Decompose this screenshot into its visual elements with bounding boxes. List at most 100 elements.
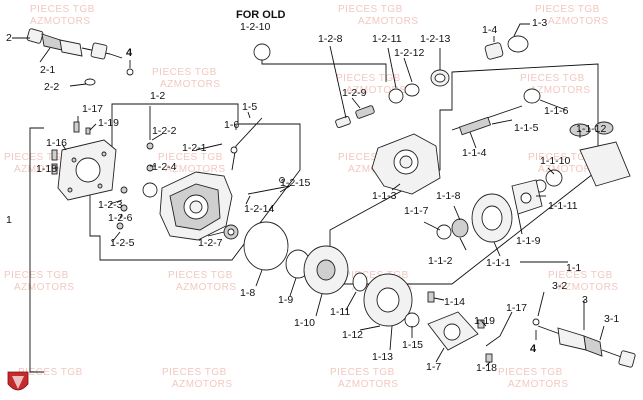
callout-label: 1-1-8: [436, 190, 461, 202]
callout-label: 1-12: [342, 329, 363, 341]
callout-label: 1-1-6: [544, 105, 569, 117]
callout-label: 1-19: [98, 117, 119, 129]
callout-label: 1: [6, 214, 12, 226]
callout-label: 1-5: [242, 101, 257, 113]
callout-label: 1-1-10: [540, 155, 571, 167]
watermark-text: AZMOTORS: [358, 16, 418, 27]
callout-label: 1-2-2: [152, 125, 177, 137]
watermark-text: PIECES TGB: [4, 270, 69, 281]
callout-label: 1-17: [506, 302, 527, 314]
watermark-text: AZMOTORS: [346, 85, 406, 96]
callout-label: 1-10: [294, 317, 315, 329]
watermark-text: PIECES TGB: [336, 73, 401, 84]
callout-label: 1-2-9: [342, 87, 367, 99]
watermark-text: PIECES TGB: [528, 152, 593, 163]
watermark-text: AZMOTORS: [30, 16, 90, 27]
callout-label: 1-2-6: [108, 212, 133, 224]
callout-label: 1-2-14: [244, 203, 275, 215]
callout-label: 1-2-1: [182, 142, 207, 154]
callout-label: 1-9: [278, 294, 293, 306]
callout-label: 1-6: [224, 119, 239, 131]
watermark-text: AZMOTORS: [160, 79, 220, 90]
leader-lines: [12, 23, 605, 367]
callout-label: 4: [126, 47, 133, 59]
callout-label: 2-1: [40, 64, 55, 76]
lower-gear-train: [243, 221, 493, 363]
watermark-text: AZMOTORS: [172, 379, 232, 390]
callout-label: 3: [582, 294, 588, 306]
callout-label: 3-1: [604, 313, 619, 325]
callout-label: 1-17: [82, 103, 103, 115]
callout-label: 1-18: [476, 362, 497, 374]
driveshaft-left: [26, 28, 134, 86]
callout-label: 4: [530, 343, 537, 355]
upper-shaft-parts: [253, 43, 450, 129]
watermark-text: PIECES TGB: [344, 270, 409, 281]
brand-shield-icon: [7, 371, 29, 391]
cable-clip: [230, 146, 238, 154]
callout-label: 2: [6, 32, 12, 44]
callout-label: 1-2-5: [110, 237, 135, 249]
callout-label: 1-1-12: [576, 123, 607, 135]
callout-label: 1-19: [474, 315, 495, 327]
watermark-text: AZMOTORS: [165, 164, 225, 175]
watermark-text: PIECES TGB: [18, 367, 83, 378]
watermark-text: AZMOTORS: [14, 164, 74, 175]
callout-label: 1-8: [240, 287, 255, 299]
callout-label: 1-2-7: [198, 237, 223, 249]
watermark-text: PIECES TGB: [548, 270, 613, 281]
watermark-text: PIECES TGB: [535, 4, 600, 15]
callout-label: 1-2-13: [420, 33, 451, 45]
callout-label: 1-1-4: [462, 147, 487, 159]
callout-labels: 2 2-1 2-2 4 1-17 1-19 1-16 1-18 1 1-2 1-…: [6, 9, 619, 374]
callout-label: 1-1-5: [514, 122, 539, 134]
callout-label: 1-2-12: [394, 47, 425, 59]
callout-label: 1-1: [566, 262, 581, 274]
pin: [279, 177, 285, 183]
callout-label: 1-18: [36, 163, 57, 175]
watermark-text: PIECES TGB: [30, 4, 95, 15]
watermark-text: AZMOTORS: [548, 16, 608, 27]
callout-label: 1-2-3: [98, 199, 123, 211]
callout-label: 1-2-15: [280, 177, 311, 189]
cover-plate-left: [51, 121, 117, 201]
callout-label: 1-1-1: [486, 257, 511, 269]
callout-label: 1-11: [330, 306, 350, 318]
watermark-text: PIECES TGB: [162, 367, 227, 378]
driveshaft-right: [532, 318, 636, 368]
watermark-text: AZMOTORS: [508, 379, 568, 390]
rear-drive-assembly: [371, 88, 631, 243]
shift-rod: [247, 185, 291, 195]
watermark-text: PIECES TGB: [520, 73, 585, 84]
watermark-text: AZMOTORS: [530, 85, 590, 96]
callout-label: 1-3: [532, 17, 547, 29]
watermark-text: PIECES TGB: [158, 152, 223, 163]
callout-label: 1-2-11: [372, 33, 402, 45]
watermark-text: AZMOTORS: [538, 164, 598, 175]
callout-label: 1-13: [372, 351, 393, 363]
callout-label: 1-14: [444, 296, 465, 308]
callout-label: 1-2-8: [318, 33, 343, 45]
callout-label: 1-1-3: [372, 190, 397, 202]
watermark-text: AZMOTORS: [14, 282, 74, 293]
note-label: 1-2-10: [240, 21, 271, 33]
callout-label: 1-7: [426, 361, 441, 373]
note-label: FOR OLD: [236, 9, 286, 21]
gearbox-housing: [116, 142, 239, 241]
cable: [231, 117, 263, 171]
callout-label: 1-15: [402, 339, 423, 351]
callout-label: 3-2: [552, 280, 567, 292]
callout-label: 1-4: [482, 24, 497, 36]
watermark-text: AZMOTORS: [338, 379, 398, 390]
output-seal-parts: [484, 35, 529, 60]
watermark-text: AZMOTORS: [558, 282, 618, 293]
callout-label: 1-2: [150, 90, 165, 102]
watermark-text: PIECES TGB: [338, 152, 403, 163]
watermark-text: PIECES TGB: [338, 4, 403, 15]
callout-label: 1-1-9: [516, 235, 541, 247]
callout-label: 1-1-7: [404, 205, 429, 217]
watermark-text: PIECES TGB: [498, 367, 563, 378]
bracket-1: [29, 127, 44, 373]
